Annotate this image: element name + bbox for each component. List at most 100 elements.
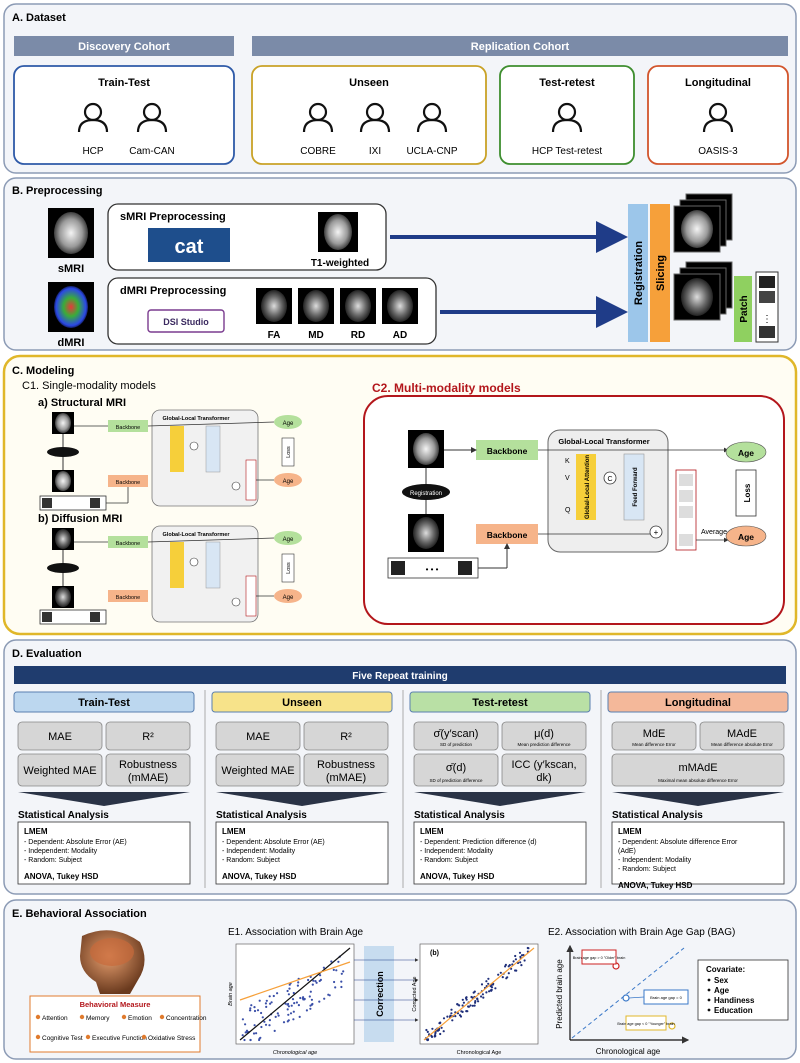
scatter-point: [520, 954, 524, 957]
scatter-point: [489, 989, 492, 992]
age-label: Age: [738, 532, 754, 542]
backbone-block: [476, 440, 538, 460]
scatter-point: [314, 980, 317, 983]
backbone-label: Backbone: [116, 595, 140, 601]
behavior-item: Oxidative Stress: [148, 1035, 196, 1042]
patch-bar: [734, 276, 752, 342]
behavior-item: Attention: [42, 1015, 68, 1022]
scatter-point: [297, 981, 300, 984]
metric-sublabel: Mean prediction difference: [518, 742, 571, 747]
scatter-point: [268, 1019, 271, 1022]
e1-title: E1. Association with Brain Age: [228, 927, 364, 938]
slicing-label: Slicing: [655, 255, 667, 291]
scatter-point: [480, 983, 484, 986]
metric-label: μ(d): [534, 728, 554, 740]
scatter-point: [431, 1027, 434, 1030]
behavior-icon: [85, 1034, 91, 1040]
backbone-block: [108, 590, 148, 602]
map-label: AD: [393, 330, 407, 341]
patch-label: Patch: [739, 295, 750, 322]
scatter-point: [342, 970, 345, 973]
discovery-cohort-label: Discovery Cohort: [78, 41, 170, 53]
backbone-label: Backbone: [116, 480, 140, 486]
registration-bar: [628, 204, 648, 342]
covariate-item: Handiness: [714, 996, 755, 1005]
metric-box: [501, 721, 587, 751]
scatter-point: [292, 1018, 295, 1021]
metric-label: MAE: [48, 731, 72, 743]
scatter-point: [514, 969, 517, 972]
dsi-studio-logo: [147, 309, 225, 333]
behavior-icon: [121, 1014, 127, 1020]
model-diffusion: Backbone Backbone Global-Local Transform…: [39, 525, 302, 625]
svg-text:⋮: ⋮: [762, 314, 772, 325]
scatter-point: [442, 1017, 446, 1020]
scatter-point: [333, 980, 336, 984]
metric-label: Weighted MAE: [221, 765, 294, 777]
column-title: Test-retest: [472, 697, 528, 709]
dataset-label: HCP: [82, 146, 103, 157]
cat-logo-text: cat: [175, 236, 204, 258]
scatter-point: [460, 1010, 463, 1013]
replication-cohort-banner: [252, 36, 788, 56]
scatter-point: [302, 996, 305, 999]
behavior-item: Emotion: [128, 1015, 152, 1022]
metric-label: R²: [340, 731, 352, 743]
section-preprocessing: B. Preprocessing sMRI dMRI sMRI Preproce…: [3, 177, 797, 351]
scatter-point: [450, 1012, 453, 1015]
scatter-point: [299, 996, 302, 1000]
axis-label: Chronological age: [273, 1050, 317, 1056]
feed-forward-block: [623, 453, 645, 521]
metric-sublabel: Mean difference absolute Error: [711, 742, 773, 747]
metric-sublabel: Mean difference Error: [632, 742, 676, 747]
stat-item: - Dependent: Absolute difference Error: [618, 839, 738, 846]
v-label: V: [565, 475, 570, 482]
metric-sublabel: Maximal mean absolute difference Error: [658, 778, 738, 783]
bag-zero-label: Brain age gap = 0: [650, 995, 682, 1000]
scatter-point: [469, 1004, 472, 1007]
section-behavioral: E. Behavioral Association Behavioral Mea…: [3, 899, 797, 1060]
scatter-point: [288, 987, 291, 990]
c2-title: C2. Multi-modality models: [372, 381, 521, 395]
backbone-label: Backbone: [116, 425, 140, 431]
behavior-item: Concentration: [166, 1015, 207, 1022]
scatter-point: [250, 1004, 253, 1007]
scatter-point: [465, 1010, 468, 1013]
scatter-point: [494, 987, 497, 990]
scatter-point: [260, 1025, 263, 1029]
scatter-point: [471, 1004, 474, 1007]
dataset-label: UCLA-CNP: [406, 146, 457, 157]
bag-old-label: Brain age gap > 0 "Older" brain: [573, 956, 626, 960]
section-d-title: D. Evaluation: [12, 648, 82, 660]
dataset-label: COBRE: [300, 146, 336, 157]
behavior-icon: [35, 1034, 41, 1040]
scatter-point: [519, 955, 522, 959]
backbone-label: Backbone: [116, 541, 140, 547]
scatter-point: [248, 1009, 252, 1012]
scatter-point: [318, 979, 321, 983]
scatter-point: [295, 1001, 298, 1004]
scatter-point: [241, 1018, 244, 1021]
scatter-point: [454, 1015, 457, 1018]
loss-label: Loss: [286, 446, 292, 458]
chevron-down-icon: [612, 792, 784, 806]
column-header: [211, 691, 393, 713]
scatter-point: [244, 1031, 247, 1034]
scatter-point: [273, 1029, 276, 1032]
stat-title: Statistical Analysis: [18, 810, 109, 821]
axis-label: Chronological age: [596, 1047, 661, 1056]
lmem-label: LMEM: [420, 827, 444, 836]
metric-box: [215, 721, 301, 751]
anova-label: ANOVA, Tukey HSD: [420, 872, 495, 881]
scatter-point: [261, 1016, 264, 1019]
scatter-point: [442, 1030, 445, 1033]
backbone-block: [108, 475, 148, 487]
smri-label: sMRI: [58, 263, 84, 275]
column-title: Longitudinal: [665, 697, 731, 709]
person-icon: [136, 102, 168, 133]
scatter-point: [523, 959, 526, 962]
age-label: Age: [283, 479, 294, 485]
scatter-point: [434, 1031, 437, 1034]
